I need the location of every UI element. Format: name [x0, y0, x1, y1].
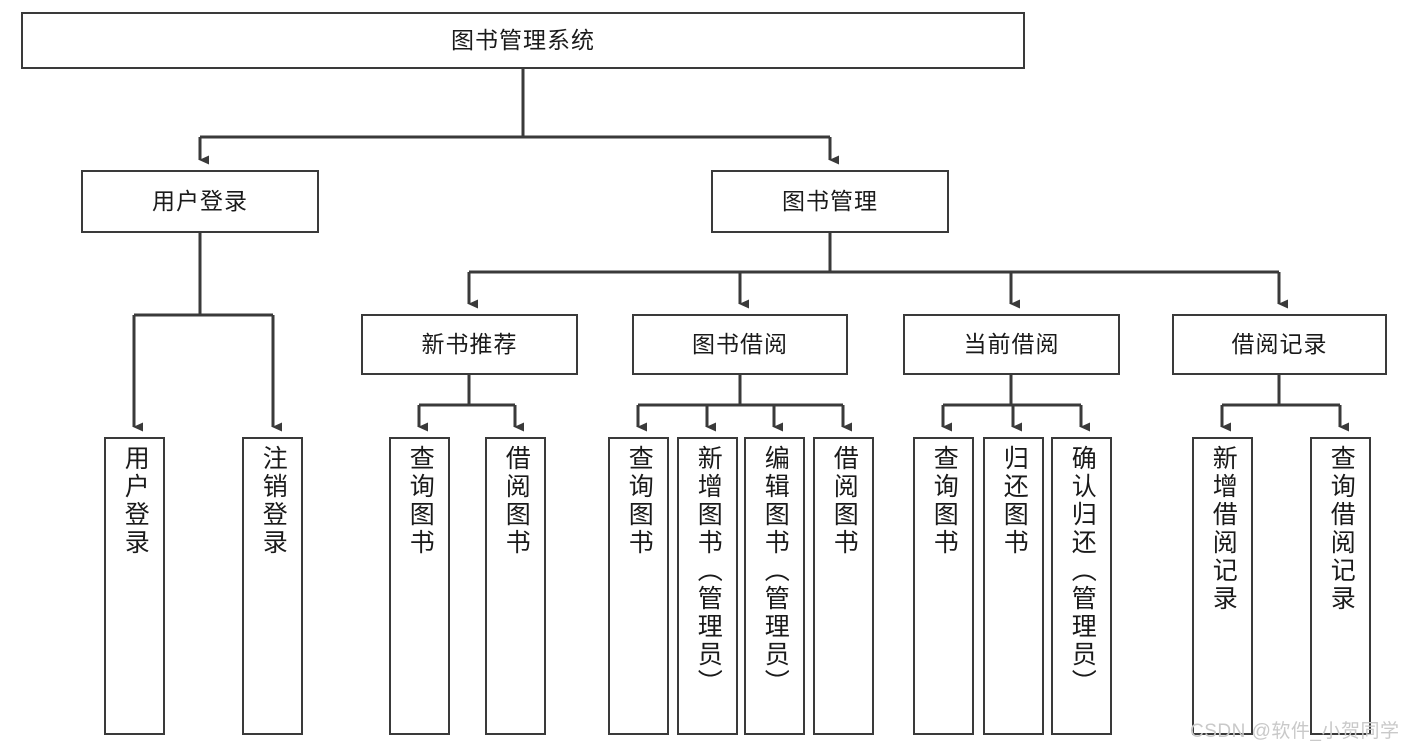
node-leaf-query-book-3[interactable]: 查询图书: [913, 437, 974, 735]
node-current-borrow-label: 当前借阅: [963, 331, 1060, 357]
node-borrow-record-label: 借阅记录: [1231, 331, 1328, 357]
node-leaf-borrow-book-1-label: 借阅图书: [502, 445, 531, 557]
node-leaf-borrow-book-2-label: 借阅图书: [830, 445, 859, 557]
node-leaf-confirm-return[interactable]: 确认归还（管理员）: [1051, 437, 1112, 735]
node-leaf-add-record[interactable]: 新增借阅记录: [1192, 437, 1253, 735]
node-leaf-return-book[interactable]: 归还图书: [983, 437, 1044, 735]
node-new-book-rec[interactable]: 新书推荐: [361, 314, 578, 375]
node-leaf-add-book[interactable]: 新增图书（管理员）: [677, 437, 738, 735]
node-leaf-edit-book-label: 编辑图书（管理员）: [761, 445, 790, 697]
node-leaf-query-book-2-label: 查询图书: [625, 445, 654, 557]
node-leaf-borrow-book-1[interactable]: 借阅图书: [485, 437, 546, 735]
node-leaf-query-book-3-label: 查询图书: [930, 445, 959, 557]
node-root-label: 图书管理系统: [451, 27, 595, 53]
node-user-login[interactable]: 用户登录: [81, 170, 319, 233]
node-book-manage-label: 图书管理: [782, 188, 878, 214]
node-new-book-rec-label: 新书推荐: [421, 331, 518, 357]
node-leaf-query-record-label: 查询借阅记录: [1327, 445, 1356, 613]
node-book-borrow-label: 图书借阅: [692, 331, 788, 357]
node-leaf-add-book-label: 新增图书（管理员）: [694, 445, 723, 697]
node-leaf-borrow-book-2[interactable]: 借阅图书: [813, 437, 874, 735]
node-leaf-query-book-2[interactable]: 查询图书: [608, 437, 669, 735]
node-leaf-return-book-label: 归还图书: [1000, 445, 1029, 557]
node-book-borrow[interactable]: 图书借阅: [632, 314, 848, 375]
node-borrow-record[interactable]: 借阅记录: [1172, 314, 1387, 375]
node-leaf-user-login-label: 用户登录: [121, 445, 150, 557]
node-root[interactable]: 图书管理系统: [21, 12, 1025, 69]
node-leaf-user-login[interactable]: 用户登录: [104, 437, 165, 735]
node-leaf-add-record-label: 新增借阅记录: [1209, 445, 1238, 613]
node-leaf-edit-book[interactable]: 编辑图书（管理员）: [744, 437, 805, 735]
node-leaf-query-book-1-label: 查询图书: [406, 445, 435, 557]
node-leaf-query-book-1[interactable]: 查询图书: [389, 437, 450, 735]
node-leaf-confirm-return-label: 确认归还（管理员）: [1068, 445, 1097, 697]
node-user-login-label: 用户登录: [152, 188, 248, 214]
node-leaf-logout[interactable]: 注销登录: [242, 437, 303, 735]
node-leaf-query-record[interactable]: 查询借阅记录: [1310, 437, 1371, 735]
node-current-borrow[interactable]: 当前借阅: [903, 314, 1120, 375]
watermark-text: CSDN @软件_小贺同学: [1190, 721, 1400, 742]
node-leaf-logout-label: 注销登录: [259, 445, 288, 557]
node-book-manage[interactable]: 图书管理: [711, 170, 949, 233]
